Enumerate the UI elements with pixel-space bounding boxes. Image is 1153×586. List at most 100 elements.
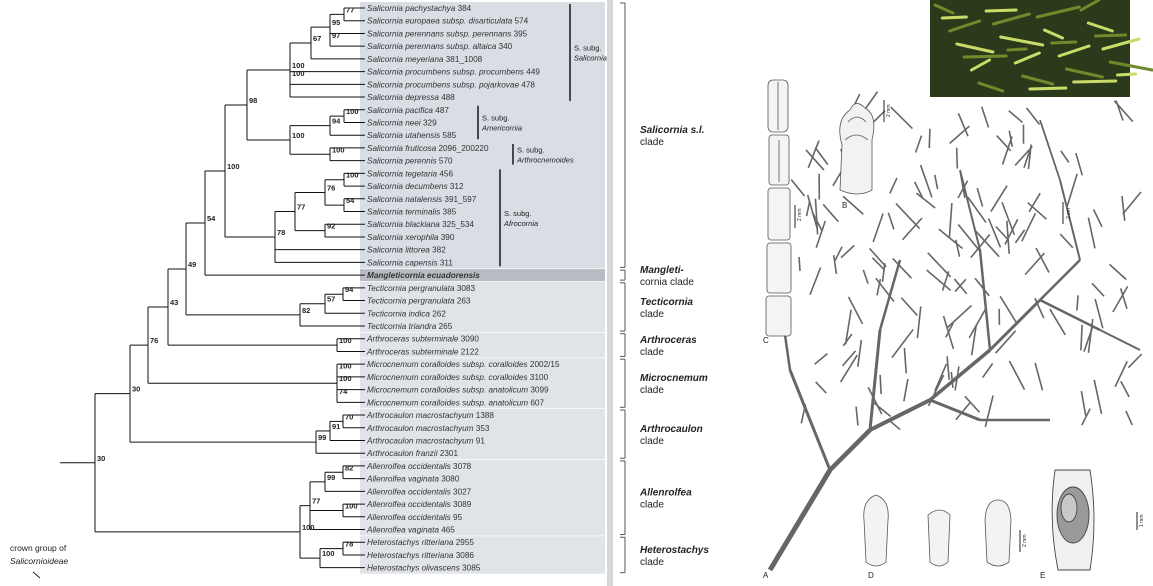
plant-segment bbox=[880, 260, 900, 330]
photo-stem bbox=[1096, 35, 1126, 36]
clade-band bbox=[360, 460, 605, 536]
plant-segment bbox=[856, 407, 858, 426]
plant-segment bbox=[947, 305, 972, 327]
bootstrap-value: 94 bbox=[332, 117, 341, 126]
tip-label: Salicornia utahensis 585 bbox=[367, 131, 457, 140]
bootstrap-value: 100 bbox=[346, 107, 359, 116]
subgenus-name: Arthrocnemoides bbox=[516, 155, 574, 164]
tip-label: Tecticornia indica 262 bbox=[367, 309, 446, 318]
plant-segment bbox=[1082, 409, 1090, 426]
plant-segment bbox=[890, 178, 897, 193]
tip-label: Salicornia procumbens subsp. procumbens … bbox=[367, 68, 540, 77]
photo-stem bbox=[1030, 88, 1066, 89]
bootstrap-value: 70 bbox=[345, 412, 353, 421]
crown-arrow-icon bbox=[33, 572, 40, 578]
plant-segment bbox=[1061, 151, 1069, 163]
bootstrap-value: 100 bbox=[346, 171, 359, 180]
plant-segment bbox=[921, 165, 932, 197]
tip-label: Salicornia perennans subsp. perennans 39… bbox=[367, 29, 528, 38]
tip-label: Salicornia natalensis 391_597 bbox=[367, 195, 477, 204]
plant-segment bbox=[1009, 361, 1024, 390]
plant-segment bbox=[977, 188, 982, 206]
tip-label: Heterostachys ritteriana 3086 bbox=[367, 551, 474, 560]
photo-stem bbox=[1052, 42, 1076, 43]
bootstrap-value: 82 bbox=[302, 306, 310, 315]
tip-label: Tecticornia pergranulata 3083 bbox=[367, 284, 475, 293]
plant-segment bbox=[815, 354, 828, 364]
photo-stem bbox=[1008, 49, 1026, 50]
tip-label: Microcnemum coralloides subsp. anatolicu… bbox=[367, 386, 549, 395]
plant-segment bbox=[1026, 108, 1039, 125]
clade-suffix: clade bbox=[640, 347, 664, 358]
plant-segment bbox=[957, 148, 958, 169]
panel-c-stem-drawing bbox=[766, 80, 791, 336]
bootstrap-value: 100 bbox=[227, 162, 240, 171]
tip-label: Arthroceras subterminale 2122 bbox=[366, 347, 479, 356]
tip-label: Salicornia perennans subsp. altaica 340 bbox=[367, 42, 513, 51]
plant-segment bbox=[996, 227, 1008, 240]
photo-stem bbox=[964, 56, 1006, 57]
plant-segment bbox=[935, 175, 938, 189]
clade-name: Tecticornia bbox=[640, 297, 693, 308]
tip-label: Allenrolfea occidentalis 3027 bbox=[366, 487, 472, 496]
panel-b-drawing bbox=[840, 103, 874, 194]
tip-label: Salicornia xerophila 390 bbox=[367, 233, 455, 242]
bootstrap-value: 99 bbox=[318, 433, 326, 442]
plant-segment bbox=[891, 107, 913, 128]
bootstrap-value: 97 bbox=[332, 31, 340, 40]
panel-e-drawing bbox=[1052, 470, 1094, 570]
plant-segment bbox=[930, 400, 980, 420]
plant-segment bbox=[870, 400, 930, 430]
tip-label: Salicornia blackiana 325_534 bbox=[367, 220, 474, 229]
bootstrap-value: 98 bbox=[249, 96, 257, 105]
tip-label: Allenrolfea occidentalis 3078 bbox=[366, 462, 472, 471]
plant-segment bbox=[1040, 120, 1060, 180]
plant-segment bbox=[790, 370, 830, 470]
bootstrap-value: 76 bbox=[150, 336, 158, 345]
clade-suffix: clade bbox=[640, 309, 664, 320]
tip-label: Salicornia pacifica 487 bbox=[367, 106, 449, 115]
tip-label: Tecticornia pergranulata 263 bbox=[367, 297, 471, 306]
clade-name: Arthroceras bbox=[639, 335, 697, 346]
plant-segment bbox=[956, 240, 960, 257]
plant-segment bbox=[1081, 325, 1082, 351]
tip-label: Arthrocaulon macrostachyum 1388 bbox=[366, 411, 494, 420]
tip-label: Allenrolfea occidentalis 95 bbox=[366, 513, 463, 522]
plant-segment bbox=[1022, 213, 1036, 241]
scale-d: 2 mm bbox=[1022, 535, 1028, 548]
plant-segment bbox=[916, 136, 922, 153]
plant-segment bbox=[888, 213, 894, 230]
bootstrap-value: 74 bbox=[339, 387, 348, 396]
plant-segment bbox=[990, 300, 1040, 350]
clade-suffix: clade bbox=[640, 500, 664, 511]
plant-segment bbox=[939, 229, 963, 248]
subgenus-label: S. subg. bbox=[504, 209, 532, 218]
clade-suffix: clade bbox=[640, 137, 664, 148]
bootstrap-value: 100 bbox=[339, 362, 352, 371]
plant-segment bbox=[985, 396, 993, 427]
plant-segment bbox=[958, 113, 968, 136]
tip-label: Salicornia pachystachya 384 bbox=[367, 4, 472, 13]
plant-segment bbox=[841, 245, 854, 257]
bootstrap-value: 100 bbox=[345, 501, 358, 510]
plant-segment bbox=[950, 126, 970, 143]
plant-segment bbox=[1081, 391, 1085, 416]
bootstrap-value: 67 bbox=[313, 34, 321, 43]
plant-segment bbox=[1000, 296, 1016, 323]
tip-label: Salicornia fruticosa 2096_200220 bbox=[367, 144, 489, 153]
bootstrap-value: 77 bbox=[297, 203, 305, 212]
plant-segment bbox=[1126, 411, 1132, 425]
plant-segment bbox=[863, 270, 868, 284]
crown-label-line1: crown group of bbox=[10, 543, 67, 553]
photo-stem bbox=[1118, 74, 1136, 75]
tip-label: Salicornia depressa 488 bbox=[367, 93, 455, 102]
bootstrap-value: 43 bbox=[170, 298, 178, 307]
side-bar bbox=[607, 0, 613, 586]
plant-segment bbox=[969, 308, 986, 338]
plant-segment bbox=[949, 203, 951, 237]
plant-segment bbox=[873, 213, 883, 242]
plant-segment bbox=[843, 351, 856, 366]
plant-segment bbox=[799, 257, 800, 271]
